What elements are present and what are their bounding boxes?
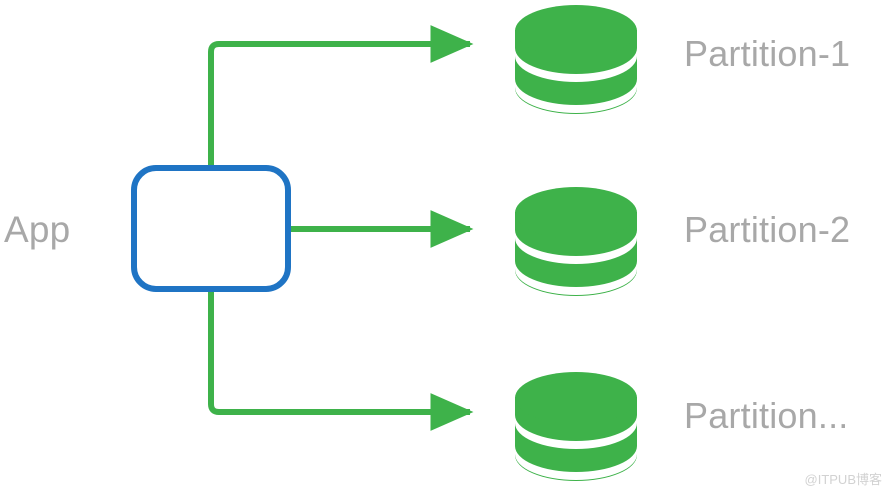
app-node-box[interactable] bbox=[131, 165, 291, 292]
connector-to-partition-3 bbox=[208, 289, 474, 432]
app-node-label: App bbox=[4, 209, 71, 250]
database-cylinder-icon[interactable] bbox=[515, 5, 637, 114]
partition-label-2: Partition-2 bbox=[684, 209, 851, 250]
database-cylinder-icon[interactable] bbox=[515, 187, 637, 296]
connector-to-partition-1 bbox=[208, 24, 474, 168]
database-cylinder-icon[interactable] bbox=[515, 372, 637, 481]
watermark-text: @ITPUB博客 bbox=[804, 472, 882, 487]
partition-label-1: Partition-1 bbox=[684, 33, 851, 74]
partition-label-3: Partition... bbox=[684, 395, 849, 436]
